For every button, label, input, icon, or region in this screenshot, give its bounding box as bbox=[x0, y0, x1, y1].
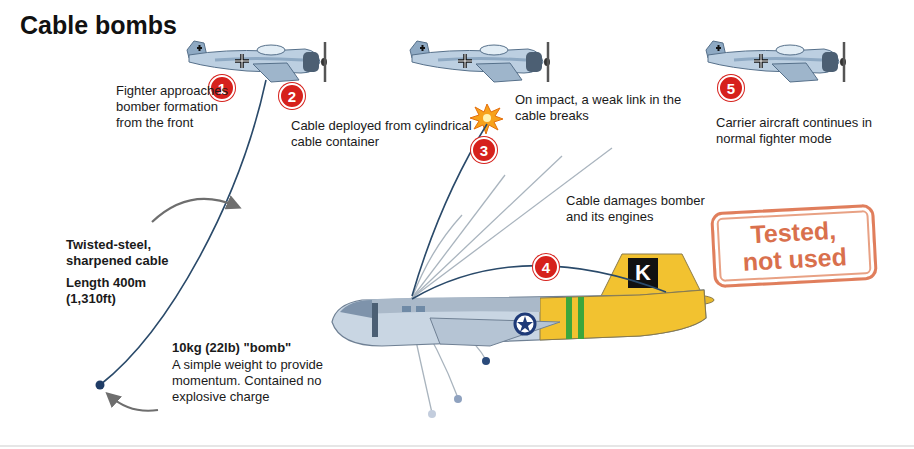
callout-number: 5 bbox=[718, 75, 744, 101]
pointer-arrow bbox=[152, 199, 236, 222]
annotation: Cable deployed from cylindrical cable co… bbox=[291, 118, 481, 150]
callout-number: 2 bbox=[279, 83, 305, 109]
cable bbox=[100, 80, 266, 385]
annotation: On impact, a weak link in the cable brea… bbox=[515, 92, 687, 124]
fighter-aircraft bbox=[410, 41, 550, 82]
annotation: Twisted-steel, sharpened cable bbox=[66, 237, 194, 269]
annotation: Length 400m (1,310ft) bbox=[66, 275, 176, 307]
fighter-aircraft bbox=[187, 41, 327, 82]
bomb-weight bbox=[96, 381, 105, 390]
callout-text: 5 bbox=[727, 81, 735, 96]
callout-text: 3 bbox=[480, 143, 488, 158]
pointer-arrow bbox=[110, 396, 158, 411]
title: Cable bombs bbox=[20, 10, 177, 40]
annotation: Carrier aircraft continues in normal fig… bbox=[716, 115, 876, 147]
callout-text: 4 bbox=[542, 260, 550, 275]
annotation: Cable damages bomber and its engines bbox=[566, 193, 706, 225]
bomber-aircraft bbox=[332, 254, 714, 346]
stamp-text: Tested, not used bbox=[728, 216, 861, 277]
callout-text: 2 bbox=[288, 89, 296, 104]
annotation: A simple weight to provide momentum. Con… bbox=[172, 357, 362, 405]
rubber-stamp: Tested, not used bbox=[710, 204, 878, 288]
annotation: Fighter approaches bomber formation from… bbox=[116, 83, 228, 131]
callout-number: 4 bbox=[533, 254, 559, 280]
cable-strands bbox=[408, 148, 612, 413]
annotation: 10kg (22lb) "bomb" bbox=[172, 340, 352, 356]
callout-number: 3 bbox=[471, 137, 497, 163]
explosion bbox=[470, 104, 503, 134]
tail-letter: K bbox=[635, 261, 651, 285]
